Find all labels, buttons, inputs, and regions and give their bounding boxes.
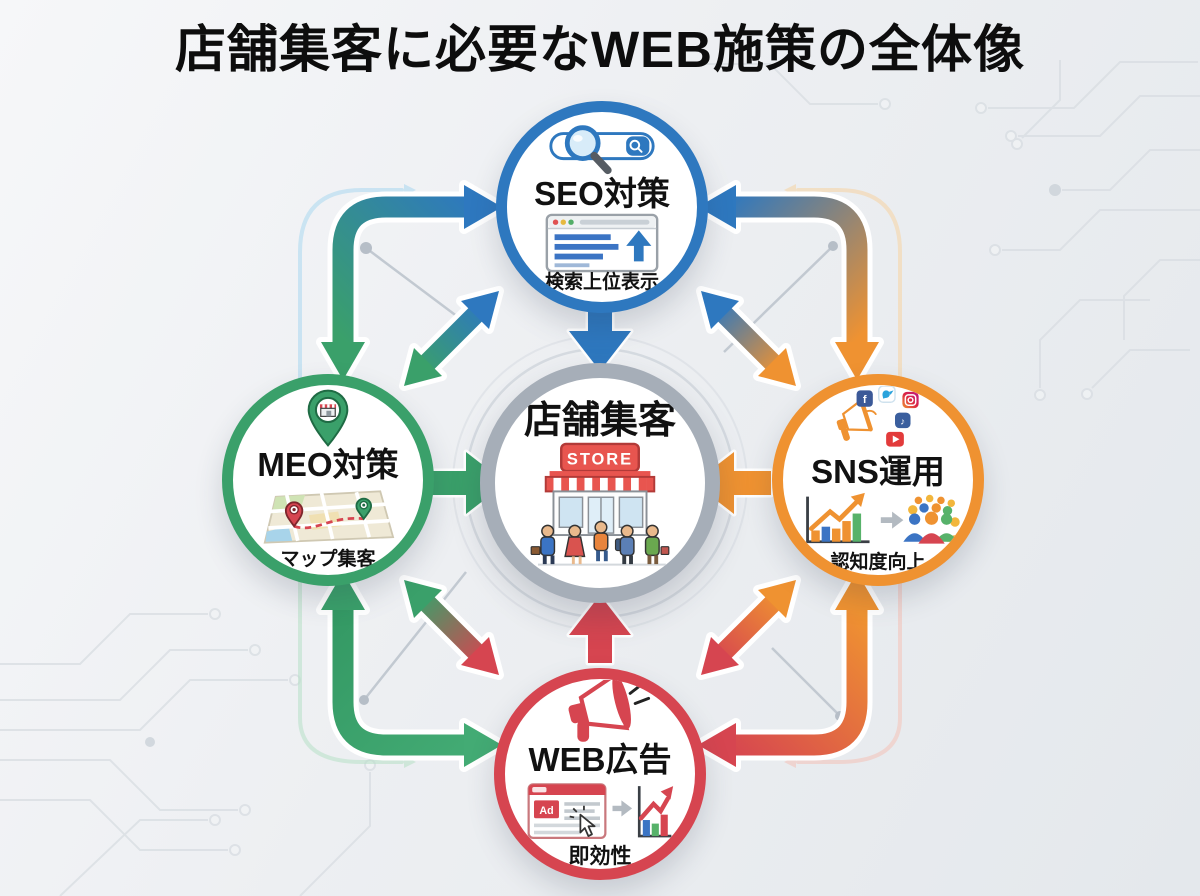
page-title: 店舗集客に必要なWEB施策の全体像: [175, 21, 1025, 78]
awareness-growth-icon: [806, 492, 960, 544]
store-sign: STORE: [567, 450, 633, 468]
arrow-seo-sns-diagonal: [696, 286, 801, 391]
circuit-pattern-top-right: [700, 60, 1200, 401]
sns-label: SNS運用: [811, 453, 945, 491]
youtube-icon: [886, 432, 904, 447]
store-awning: [544, 475, 656, 493]
social-media-icons: f ♪: [836, 386, 919, 447]
search-bar-icon: [549, 125, 655, 175]
messenger-icon: ♪: [895, 412, 911, 429]
megaphone-ad-icon: [568, 680, 651, 742]
map-pin-store-icon: [307, 389, 349, 448]
facebook-icon: f: [856, 390, 873, 407]
arrow-meo-web-diagonal: [399, 575, 504, 680]
crowd-icon: [903, 494, 960, 544]
arrow-web-to-center: [566, 592, 634, 666]
sns-sublabel: 認知度向上: [830, 551, 926, 573]
search-ranking-icon: [545, 213, 659, 273]
node-meo: MEO対策 マップ集客: [222, 374, 434, 586]
meo-sublabel: マップ集客: [280, 548, 376, 570]
arrow-sns-web-elbow: [693, 567, 884, 772]
megaphone-icon: [836, 398, 873, 442]
web-label: WEB広告: [528, 741, 672, 779]
seo-sublabel: 検索上位表示: [544, 271, 659, 293]
node-center: 店舗集客 STORE: [480, 363, 720, 603]
center-label: 店舗集客: [523, 400, 676, 443]
meo-label: MEO対策: [257, 446, 399, 484]
node-sns: f ♪ SNS運用: [772, 374, 984, 586]
svg-text:Ad: Ad: [539, 805, 553, 817]
node-seo: SEO対策 検索上位表示: [496, 101, 708, 313]
map-route-icon: [263, 490, 395, 544]
arrow-meo-seo-elbow: [316, 180, 507, 385]
circuit-pattern-bottom-left: [0, 608, 376, 896]
arrow-seo-sns-elbow: [693, 180, 884, 385]
svg-text:♪: ♪: [900, 417, 905, 428]
node-web: WEB広告 Ad 即効性: [494, 668, 706, 880]
arrow-meo-seo-diagonal: [399, 286, 504, 391]
click-cursor-icon: [569, 805, 596, 837]
store-illustration: STORE: [530, 442, 670, 566]
seo-label: SEO対策: [534, 175, 670, 213]
arrow-meo-web-elbow: [316, 567, 507, 772]
web-sublabel: 即効性: [568, 844, 632, 868]
instagram-icon: [902, 392, 919, 409]
twitter-icon: [878, 386, 896, 404]
shoppers: [530, 520, 670, 565]
svg-text:f: f: [863, 394, 867, 406]
arrow-seo-to-center: [566, 300, 634, 374]
ad-click-result-icon: Ad: [527, 783, 674, 839]
arrow-sns-web-diagonal: [696, 575, 801, 680]
